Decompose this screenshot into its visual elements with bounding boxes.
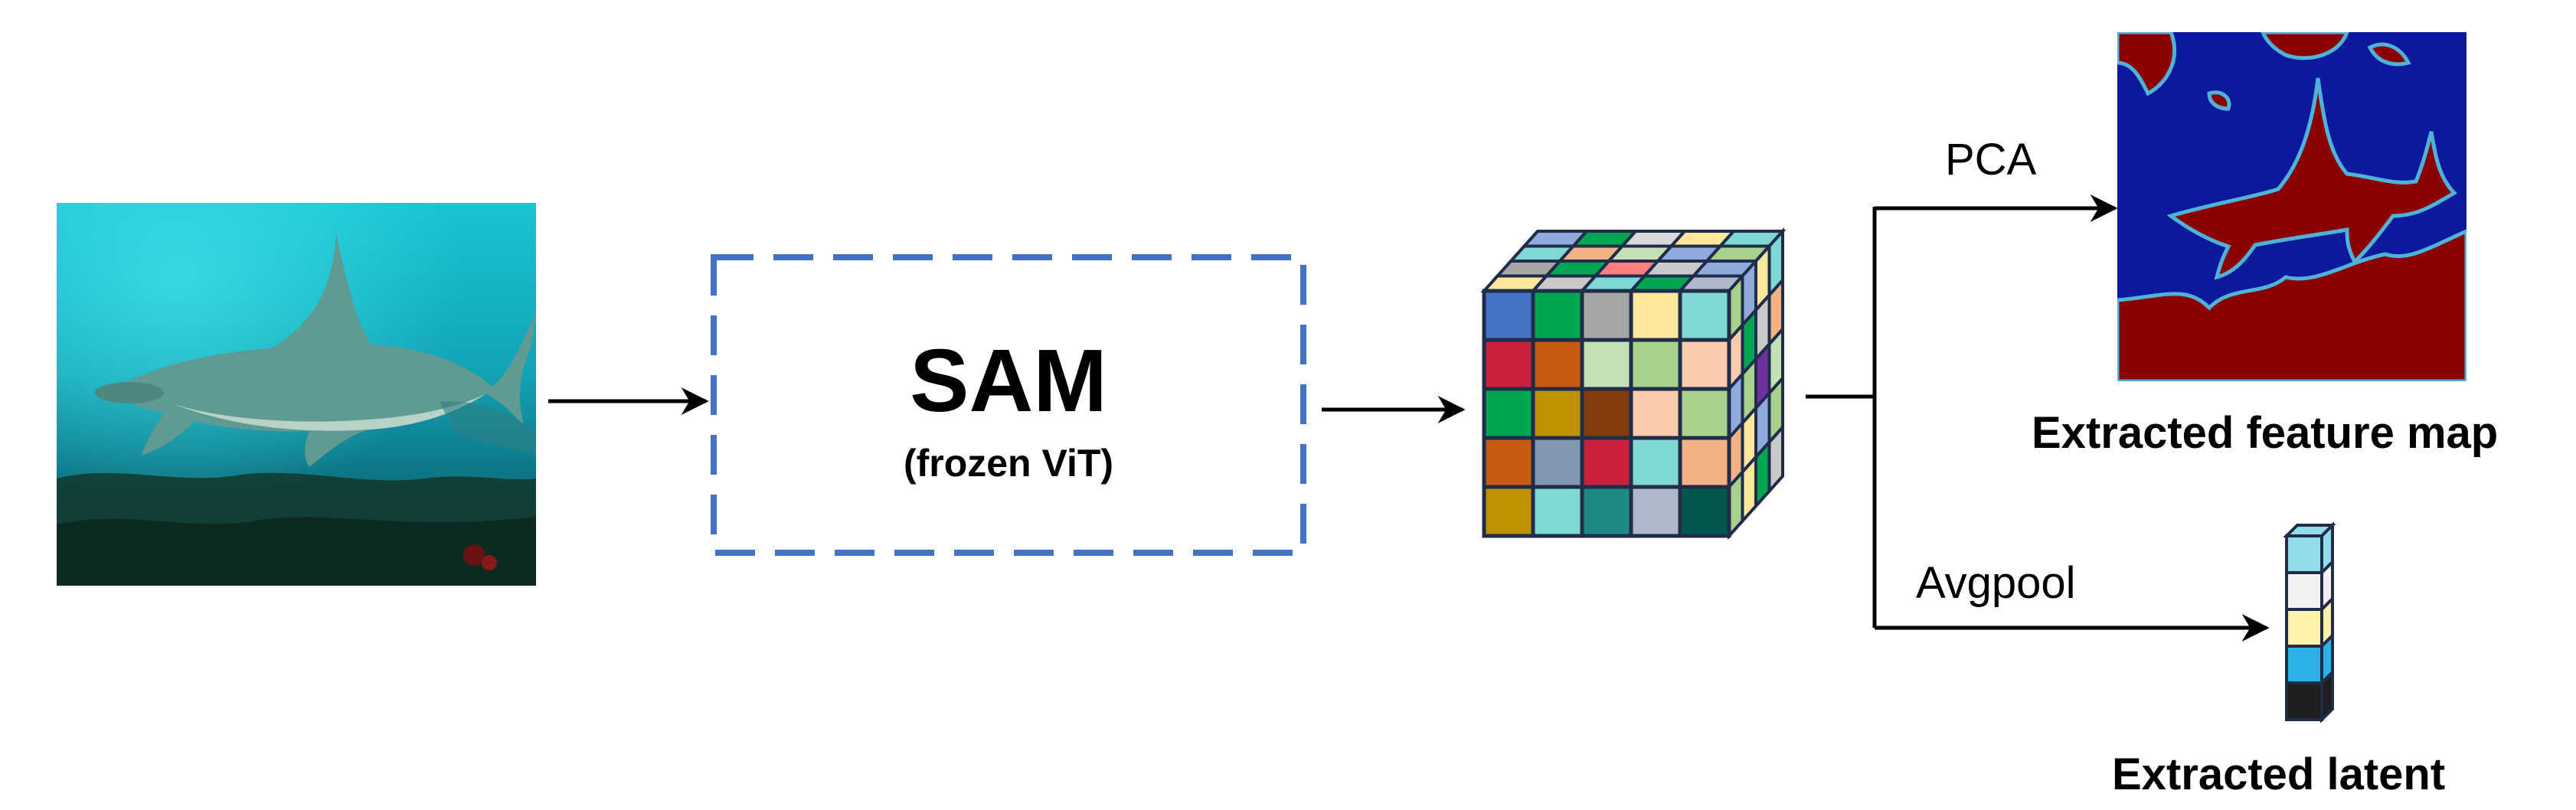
latent-cell <box>2285 571 2323 611</box>
cube-front-cell <box>1629 338 1682 391</box>
cube-front-cell <box>1482 436 1535 489</box>
cube-front-cell <box>1629 289 1682 342</box>
cube-front-cell <box>1678 289 1731 342</box>
pca-label: PCA <box>1945 135 2037 185</box>
cube-front-cell <box>1531 387 1584 440</box>
cube-front-cell <box>1678 485 1731 538</box>
cube-front-cell <box>1531 485 1584 538</box>
feature-map-foreground <box>2117 32 2466 381</box>
cube-front-cell <box>1678 338 1731 391</box>
feature-map-caption: Extracted feature map <box>2032 408 2499 458</box>
cube-front-cell <box>1629 436 1682 489</box>
cube-front-cell <box>1531 338 1584 391</box>
cube-front-cell <box>1678 436 1731 489</box>
cube-front-cell <box>1531 289 1584 342</box>
feature-map-image <box>2117 32 2466 381</box>
sam-box: SAM (frozen ViT) <box>711 254 1306 556</box>
cube-front-cell <box>1580 289 1633 342</box>
latent-cell <box>2285 608 2323 648</box>
shark-silhouette <box>95 234 536 467</box>
latent-cell <box>2285 534 2323 574</box>
cube-front-cell <box>1629 387 1682 440</box>
input-image <box>57 203 536 586</box>
cube-front-cell <box>1629 485 1682 538</box>
cube-front-cell <box>1482 289 1535 342</box>
cube-front-cell <box>1580 436 1633 489</box>
cube-front-cell <box>1531 436 1584 489</box>
feature-tensor-cube <box>1480 227 1787 541</box>
latent-vector <box>2283 521 2336 723</box>
latent-cell <box>2285 681 2323 721</box>
cube-front-cell <box>1580 485 1633 538</box>
cube-front-cell <box>1482 485 1535 538</box>
latent-cell <box>2285 645 2323 684</box>
avgpool-label: Avgpool <box>1916 558 2076 608</box>
cube-front-cell <box>1482 338 1535 391</box>
sam-title: SAM <box>910 331 1107 430</box>
cube-front-cell <box>1678 387 1731 440</box>
cube-front-cell <box>1580 338 1633 391</box>
sam-subtitle: (frozen ViT) <box>903 442 1114 485</box>
sam-box-border <box>711 254 1306 556</box>
cube-side-cell <box>1767 423 1784 495</box>
cube-front-cell <box>1482 387 1535 440</box>
latent-side-cell <box>2320 668 2334 723</box>
latent-caption: Extracted latent <box>2112 750 2446 799</box>
cube-front-cell <box>1580 387 1633 440</box>
